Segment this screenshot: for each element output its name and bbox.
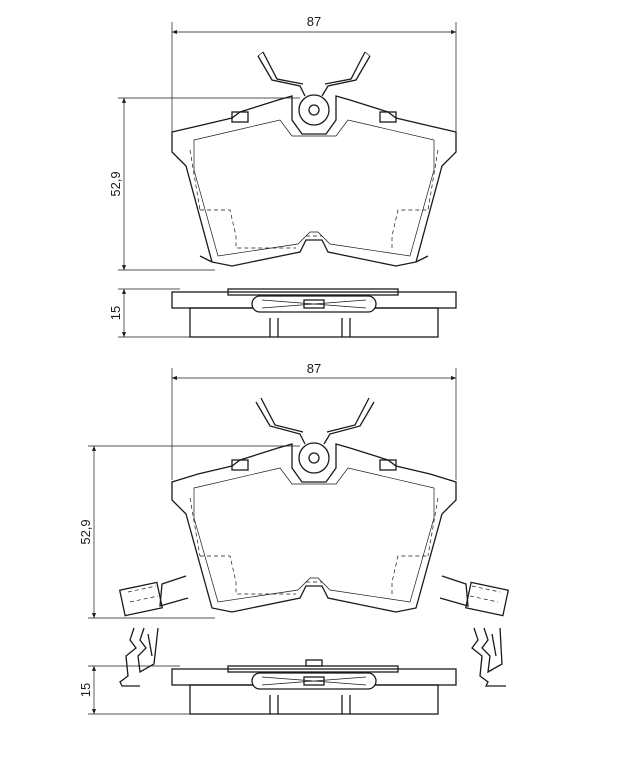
bottom-spring-clip (255, 397, 375, 445)
bottom-height-label: 52,9 (78, 519, 93, 544)
bottom-pivot-hole (308, 452, 320, 464)
bottom-side-spring-center (303, 676, 325, 686)
bottom-hidden-lines (200, 555, 428, 595)
top-side-shim (227, 288, 399, 296)
bottom-width-label: 87 (307, 361, 321, 376)
top-width-dimension: 87 (171, 14, 457, 132)
bottom-left-tab (231, 459, 249, 471)
right-wear-sensor (439, 575, 510, 617)
top-thickness-label: 15 (108, 306, 123, 320)
top-pivot-eye (298, 94, 330, 126)
top-pivot-hole (308, 104, 320, 116)
top-hidden-lines (200, 209, 428, 249)
top-height-label: 52,9 (108, 171, 123, 196)
top-height-dimension: 52,9 (108, 97, 300, 271)
bottom-pivot-eye (298, 442, 330, 474)
top-thickness-dimension: 15 (108, 288, 190, 338)
top-width-label: 87 (307, 14, 321, 29)
top-friction-material (193, 119, 435, 257)
bottom-width-dimension: 87 (171, 361, 457, 480)
top-left-tab (231, 111, 249, 123)
top-backing-plate (171, 95, 457, 267)
bottom-backing-plate (171, 443, 457, 613)
left-anti-rattle-clip (119, 627, 159, 687)
top-side-view: 15 (108, 288, 457, 338)
right-anti-rattle-clip (471, 627, 506, 687)
left-wear-sensor (118, 575, 189, 617)
bottom-thickness-dimension: 15 (78, 665, 190, 715)
top-spring-clip (257, 51, 371, 97)
bottom-thickness-label: 15 (78, 683, 93, 697)
bottom-side-pin (305, 659, 323, 667)
top-side-spring-center (303, 299, 325, 309)
bottom-height-dimension: 52,9 (78, 445, 300, 619)
top-right-tab (379, 111, 397, 123)
bottom-friction-material (193, 467, 435, 603)
bottom-side-view: 15 (78, 659, 457, 715)
top-view: 87 52,9 (108, 14, 457, 271)
bottom-view: 87 52,9 (78, 361, 510, 687)
bottom-right-tab (379, 459, 397, 471)
